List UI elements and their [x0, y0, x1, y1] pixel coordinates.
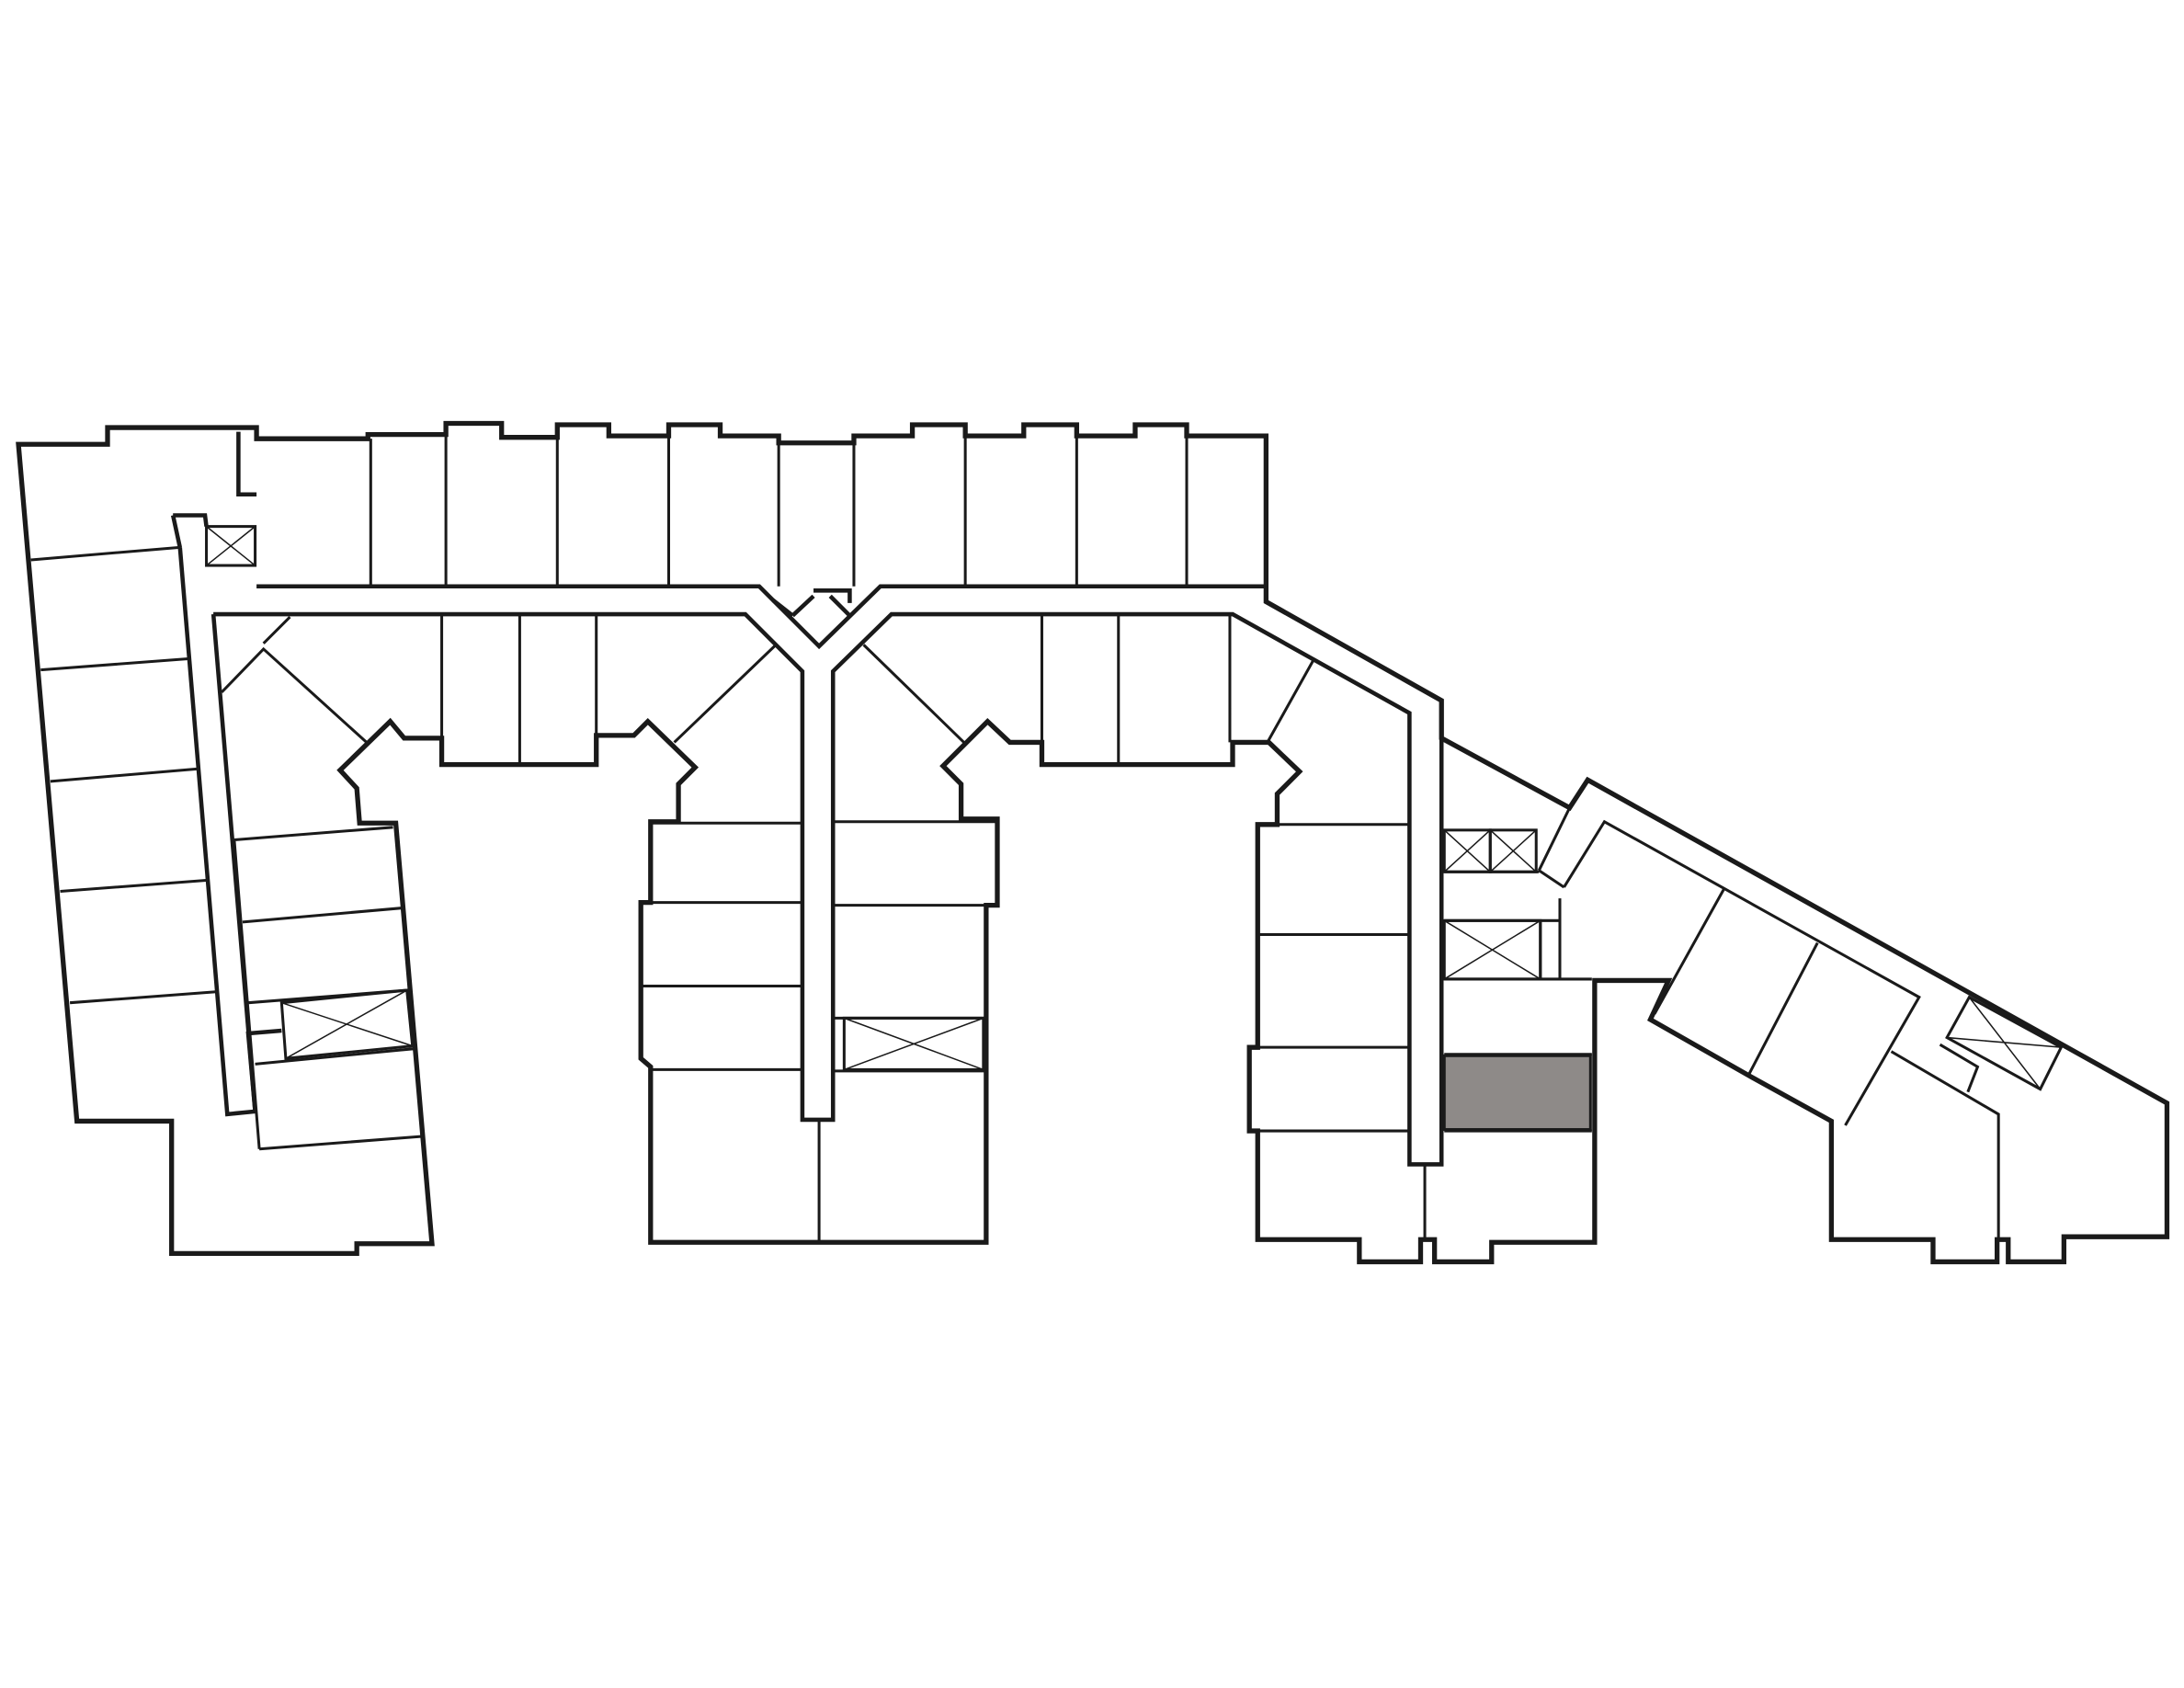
- highlighted-unit[interactable]: [1442, 1054, 1592, 1132]
- elevator-shaft: [205, 525, 257, 567]
- elevator-shaft: [1442, 918, 1542, 981]
- elevator-shaft: [279, 988, 415, 1060]
- elevator-shaft: [842, 1016, 985, 1071]
- elevator-shaft: [1488, 828, 1538, 873]
- building-outline: [16, 420, 2170, 1265]
- elevator-shafts: [205, 525, 2064, 1091]
- elevator-shaft: [1945, 995, 2064, 1091]
